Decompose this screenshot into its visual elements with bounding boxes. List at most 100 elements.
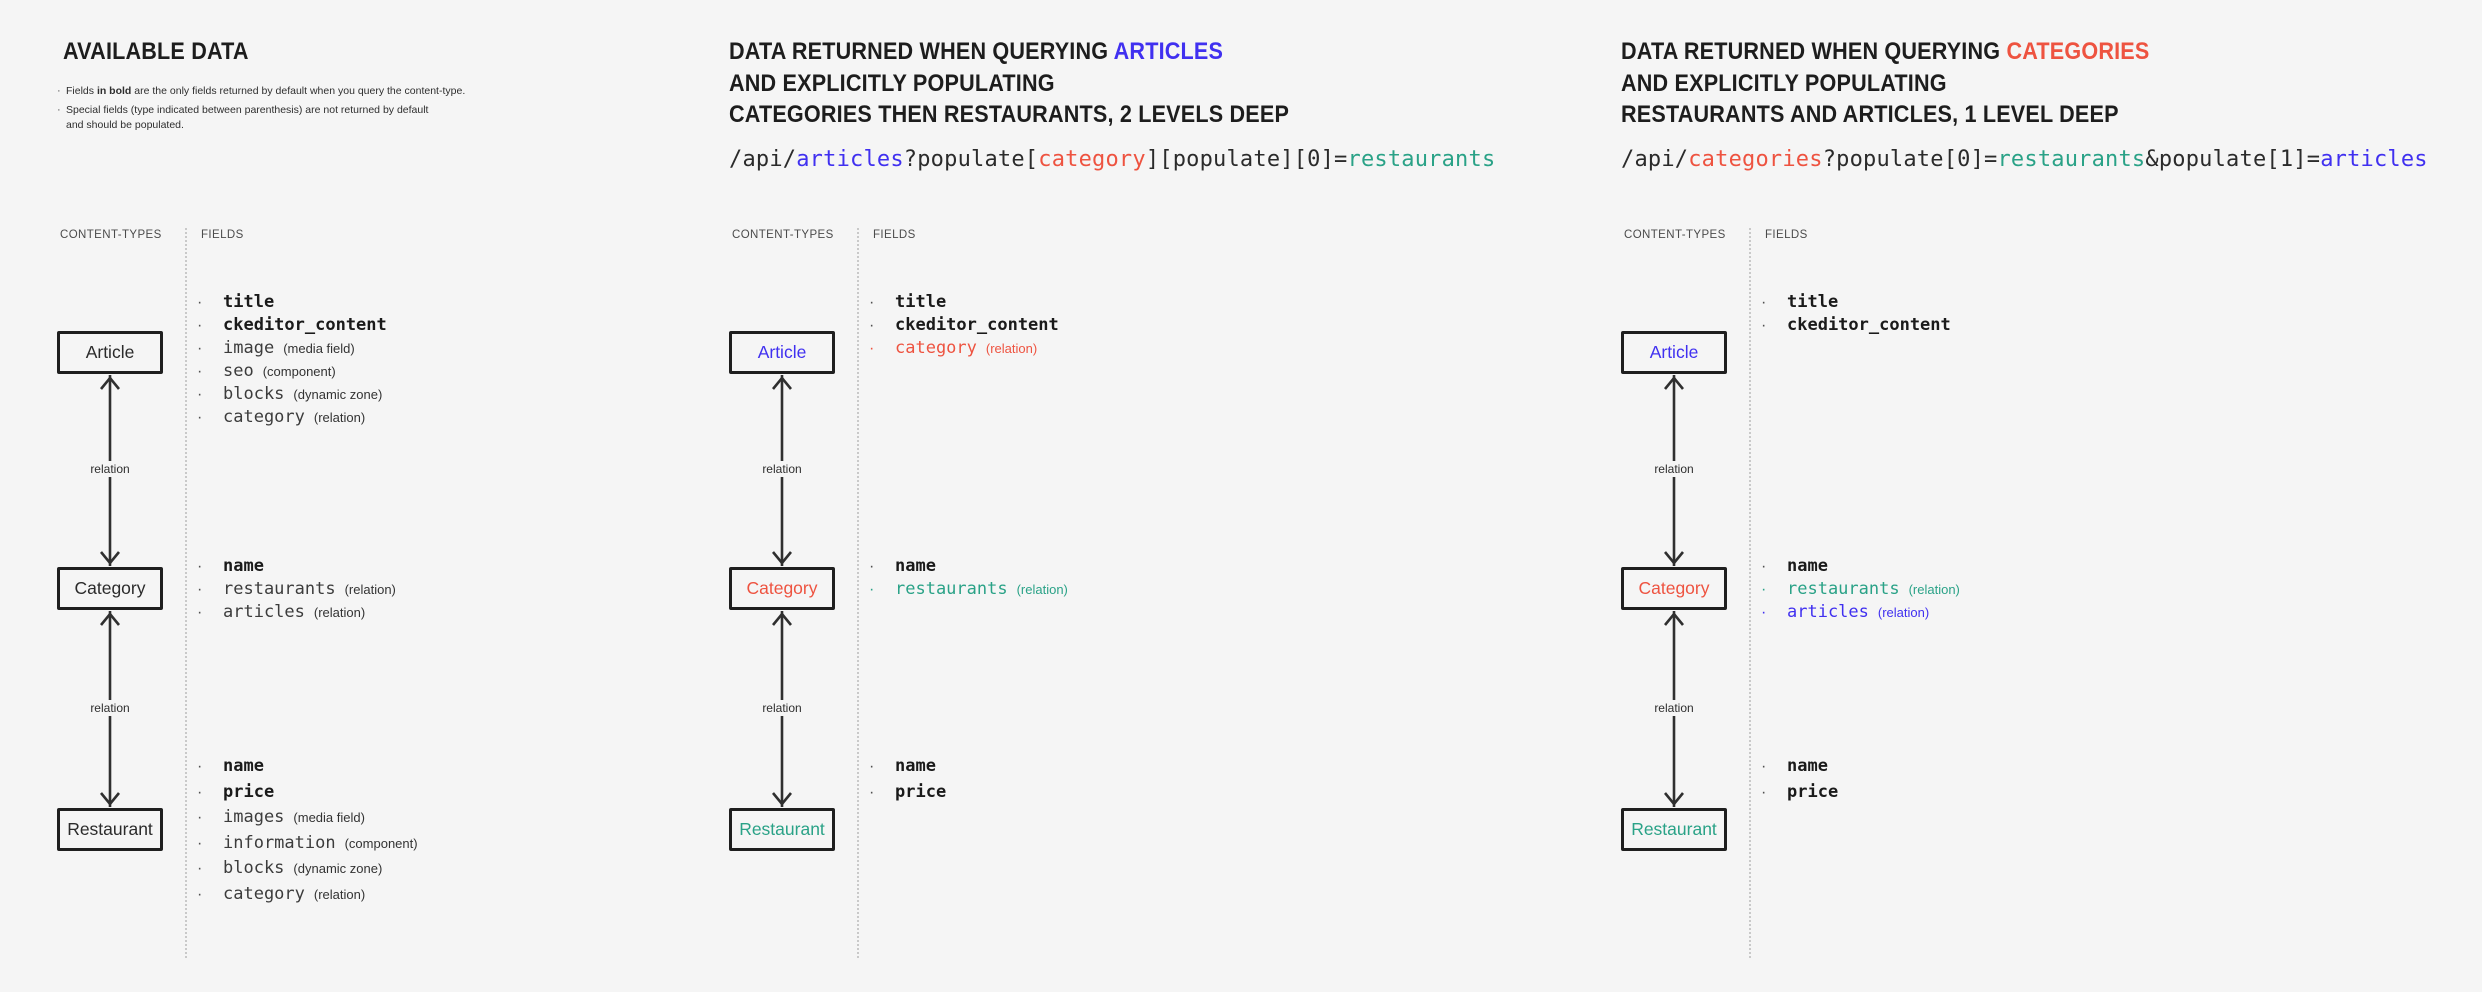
- field-type: (relation): [313, 886, 366, 902]
- field-item: ·restaurants(relation): [197, 578, 396, 601]
- field-name: name: [223, 556, 264, 576]
- field-item: ·articles(relation): [1761, 601, 1960, 624]
- bullet-icon: ·: [197, 581, 203, 598]
- relation-label: relation: [1634, 700, 1714, 716]
- bullet-icon: ·: [869, 783, 875, 801]
- field-name: ckeditor_content: [895, 315, 1059, 335]
- column-available-data: AVAILABLE DATA · Fields in bold are the …: [57, 0, 722, 992]
- field-item: ·articles(relation): [197, 601, 396, 624]
- field-item: ·ckeditor_content: [197, 314, 387, 337]
- field-type: (media field): [293, 810, 365, 825]
- fields-article: ·title · ckeditor_content ·category(relat…: [869, 291, 1059, 360]
- bullet-icon: ·: [197, 386, 203, 403]
- title-highlight: CATEGORIES: [2006, 38, 2150, 65]
- relation-label: relation: [1634, 461, 1714, 477]
- field-type: (dynamic zone): [293, 387, 383, 402]
- field-name: price: [223, 781, 275, 802]
- fields-label: FIELDS: [873, 229, 916, 241]
- fields-article: · title · ckeditor_content: [1761, 291, 1951, 337]
- field-name: price: [895, 781, 947, 802]
- legend-notes: · Fields in bold are the only fields ret…: [57, 84, 465, 137]
- field-item: · blocks (dynamic zone): [197, 383, 387, 406]
- field-type: (relation): [344, 582, 396, 597]
- bullet-icon: ·: [197, 834, 203, 852]
- fields-category: ·name ·restaurants(relation) ·articles(r…: [197, 555, 396, 624]
- path-segment: &populate[1]=: [2145, 147, 2321, 172]
- bullet-icon: ·: [197, 340, 203, 357]
- field-item: ·name: [197, 555, 396, 578]
- bullet-icon: ·: [197, 885, 203, 903]
- fields-category: ·name ·restaurants(relation) ·articles(r…: [1761, 555, 1960, 624]
- api-query-path: /api/categories?populate[0]=restaurants&…: [1621, 147, 2428, 172]
- field-type: (relation): [1016, 582, 1068, 597]
- field-item: · name: [1761, 754, 1838, 780]
- field-name: category: [223, 883, 305, 904]
- content-type-box-restaurant: Restaurant: [729, 808, 835, 851]
- title-text: DATA RETURNED WHEN QUERYING: [1621, 38, 2007, 65]
- bullet-icon: ·: [869, 558, 875, 575]
- field-type: (relation): [313, 410, 366, 425]
- bullet-icon: ·: [197, 294, 203, 311]
- field-type: (component): [262, 364, 336, 379]
- bullet-icon: ·: [1761, 581, 1767, 598]
- legend-note: · Special fields (type indicated between…: [57, 103, 465, 133]
- field-item: · ckeditor_content: [1761, 314, 1951, 337]
- field-item: ·images(media field): [197, 805, 418, 831]
- field-name: articles: [223, 602, 305, 622]
- field-type: (relation): [1908, 582, 1960, 597]
- field-item: ·category(relation): [869, 337, 1059, 360]
- column-separator: [1749, 228, 1751, 958]
- bullet-icon: ·: [1761, 558, 1767, 575]
- field-type: (media field): [283, 341, 355, 356]
- field-name: name: [1787, 756, 1828, 776]
- field-name: images: [223, 807, 285, 827]
- bullet-icon: ·: [197, 363, 203, 380]
- field-item: ·price: [1761, 780, 1838, 806]
- field-type: (relation): [1877, 605, 1930, 620]
- bullet-icon: ·: [1761, 758, 1767, 775]
- api-query-path: /api/articles?populate[category][populat…: [729, 147, 1495, 172]
- title-line: AND EXPLICITLY POPULATING: [1621, 69, 1947, 97]
- content-type-label: Restaurant: [67, 819, 153, 839]
- bullet-icon: ·: [1761, 317, 1767, 334]
- note-text: Fields in bold are the only fields retur…: [66, 85, 466, 97]
- bullet-icon: ·: [197, 604, 203, 621]
- relation-label: relation: [742, 700, 822, 716]
- field-name: title: [895, 292, 947, 312]
- field-name: name: [895, 756, 936, 776]
- field-name: category: [895, 338, 977, 358]
- relation-label: relation: [70, 461, 150, 477]
- bullet-icon: ·: [1761, 604, 1767, 621]
- bullet-icon: ·: [197, 409, 203, 426]
- column-query-categories: DATA RETURNED WHEN QUERYING CATEGORIES A…: [1621, 0, 2428, 992]
- title-line: AND EXPLICITLY POPULATING: [729, 69, 1055, 97]
- path-segment: restaurants: [1347, 147, 1496, 172]
- path-segment: articles: [2320, 147, 2428, 172]
- field-type: (component): [344, 835, 418, 851]
- field-name: ckeditor_content: [223, 315, 387, 335]
- content-type-box-category: Category: [1621, 567, 1727, 610]
- content-type-box-category: Category: [57, 567, 163, 610]
- relation-label: relation: [70, 700, 150, 716]
- content-type-label: Article: [757, 342, 807, 362]
- path-segment: articles: [796, 147, 904, 172]
- bullet-icon: ·: [57, 104, 61, 116]
- bullet-icon: ·: [869, 317, 875, 334]
- content-type-box-article: Article: [729, 331, 835, 374]
- field-name: price: [1787, 781, 1839, 802]
- fields-article: ·title ·ckeditor_content ·image(media fi…: [197, 291, 387, 429]
- fields-restaurant: ·name ·price ·images(media field) ·infor…: [197, 754, 418, 907]
- field-name: blocks: [223, 384, 285, 404]
- bullet-icon: ·: [197, 783, 203, 801]
- path-segment: ?populate[: [903, 147, 1039, 172]
- content-type-box-article: Article: [1621, 331, 1727, 374]
- field-name: category: [223, 407, 305, 427]
- field-item: ·title: [869, 291, 1059, 314]
- content-type-label: Restaurant: [1631, 819, 1717, 839]
- field-item: ·restaurants(relation): [1761, 578, 1960, 601]
- field-name: ckeditor_content: [1787, 315, 1951, 335]
- content-type-label: Article: [1649, 342, 1699, 362]
- fields-category: ·name ·restaurants(relation): [869, 555, 1068, 601]
- title-text: DATA RETURNED WHEN QUERYING: [729, 38, 1114, 65]
- field-name: title: [1787, 292, 1839, 312]
